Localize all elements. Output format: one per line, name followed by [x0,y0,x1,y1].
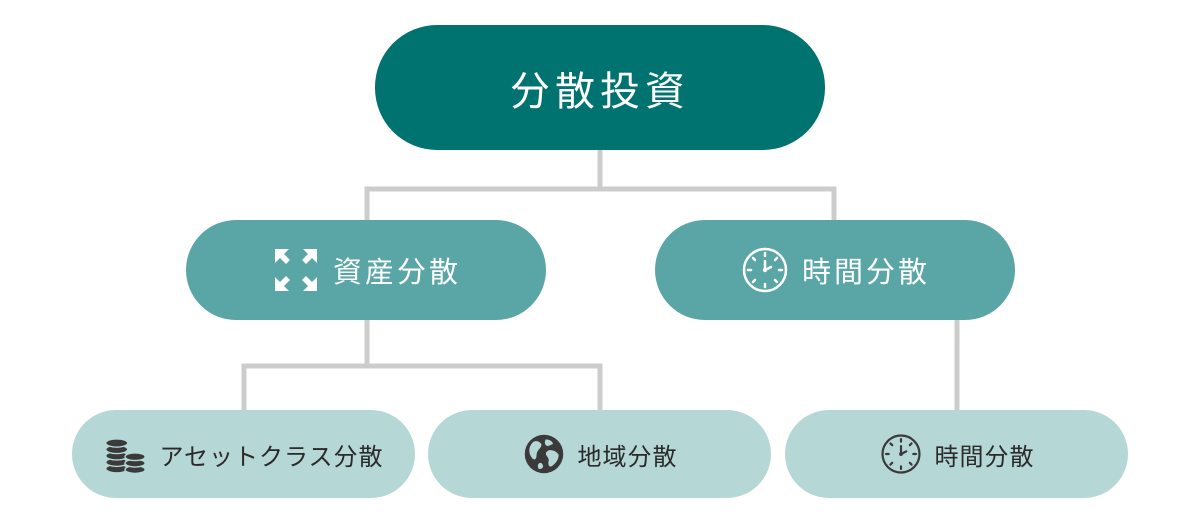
branch-label-time: 時間分散 [801,255,930,289]
leaf-node-region: 地域分散 [428,410,771,498]
leaf-label-asset-class: アセットクラス分散 [159,442,384,471]
branch-node-asset-diversification: 資産分散 [186,220,546,320]
leaf-node-asset-class: アセットクラス分散 [72,410,415,498]
branch-label-asset: 資産分散 [332,255,461,289]
connector-root-branches [364,147,837,223]
branch-node-time-diversification: 時間分散 [655,220,1015,320]
clock-icon [740,245,790,295]
coin-stack-icon [103,432,147,476]
globe-icon [522,432,566,476]
clock-icon [879,432,923,476]
root-label: 分散投資 [510,68,690,115]
connector-asset-children [241,317,603,413]
leaf-label-time: 時間分散 [934,442,1035,471]
expand-arrows-icon [271,245,321,295]
root-node: 分散投資 [375,25,825,150]
leaf-label-region: 地域分散 [577,442,678,471]
leaf-node-time: 時間分散 [785,410,1128,498]
